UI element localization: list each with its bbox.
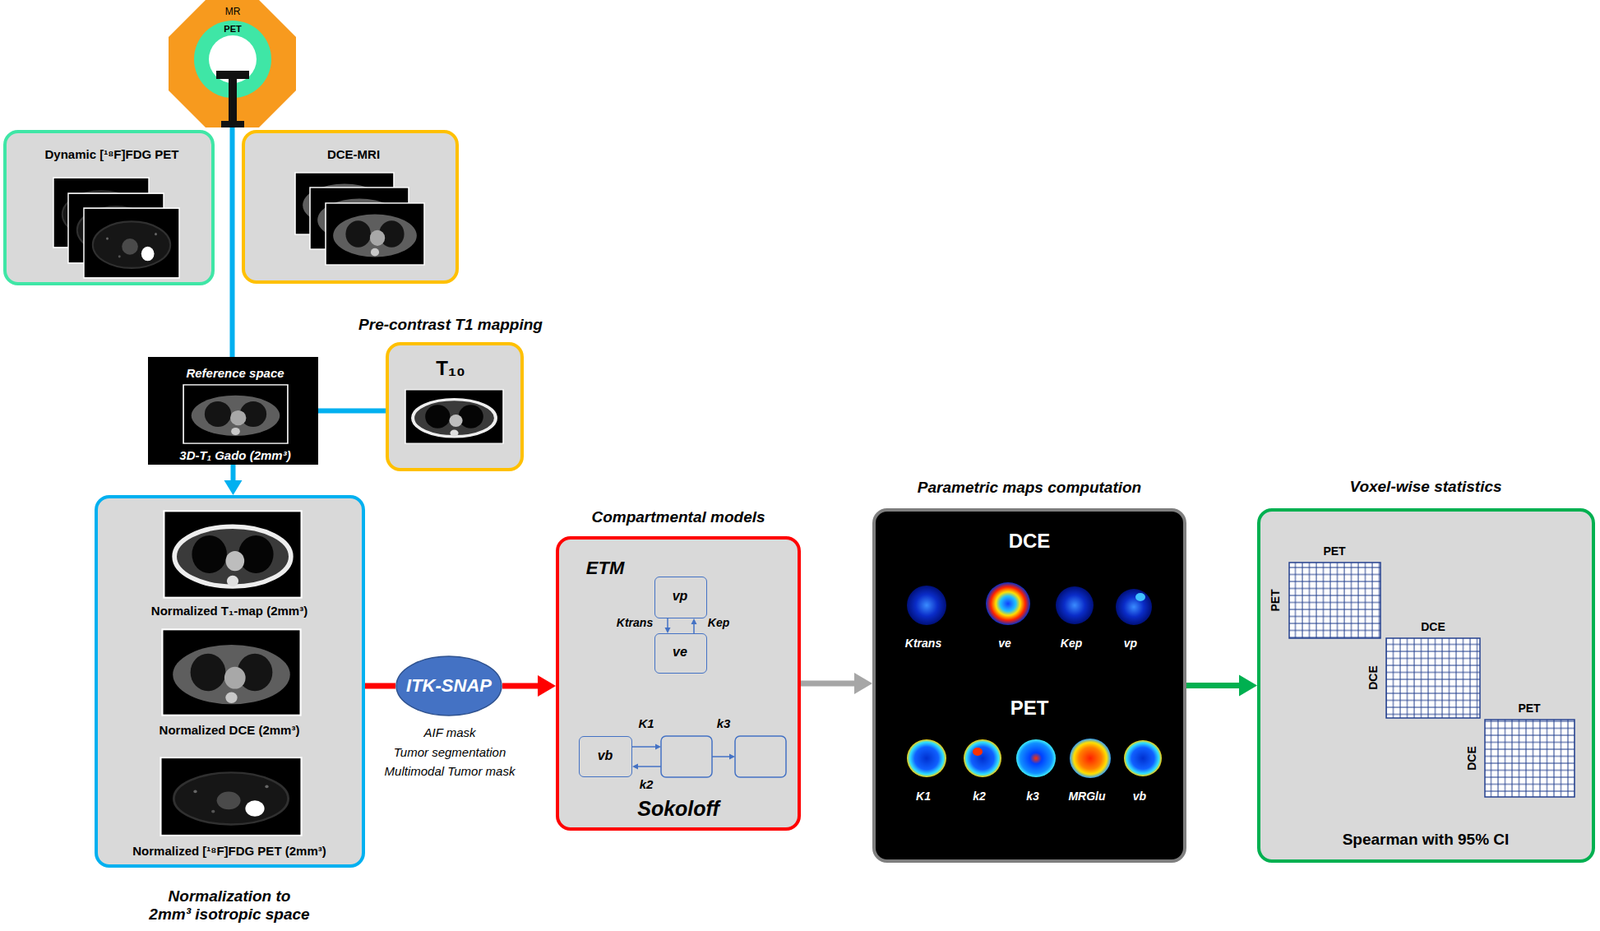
arrowhead bbox=[224, 480, 243, 495]
t1-map-box: Pre-contrast T1 mappingT₁₀ bbox=[385, 342, 524, 472]
connector bbox=[318, 408, 386, 414]
connector-group bbox=[224, 464, 243, 495]
tool-name: ITK-SNAP bbox=[406, 675, 492, 696]
box-heading: Voxel-wise statistics bbox=[1349, 477, 1502, 496]
normalized-images bbox=[97, 498, 369, 871]
connector-group bbox=[318, 410, 386, 412]
model-name: Sokoloff bbox=[637, 796, 720, 821]
arrowhead bbox=[537, 675, 556, 697]
statistics-box: Voxel-wise statisticsPETPETDCEDCEPETDCES… bbox=[1257, 508, 1596, 863]
connector-group bbox=[502, 675, 556, 697]
image-caption: Normalized DCE (2mm³) bbox=[159, 722, 301, 737]
scanner-node: MR PET bbox=[168, 0, 296, 128]
parametric-maps bbox=[875, 511, 1190, 866]
map-label: Kep bbox=[1060, 636, 1083, 650]
tool-output: AIF mask bbox=[423, 725, 476, 740]
box-title: T₁₀ bbox=[435, 356, 465, 380]
rate-constant: k2 bbox=[639, 776, 654, 791]
connector bbox=[365, 683, 396, 690]
correlation-grids bbox=[1260, 511, 1599, 866]
tool-output: Tumor segmentation bbox=[393, 744, 506, 759]
tool-ellipse: ITK-SNAP bbox=[395, 655, 503, 717]
connector bbox=[666, 618, 669, 629]
compartment-label: ve bbox=[672, 644, 688, 660]
modality-label: PET bbox=[223, 23, 241, 35]
axis-label: PET bbox=[1322, 544, 1346, 558]
input-box: DCE-MRI bbox=[241, 129, 459, 284]
rate-constant: K1 bbox=[638, 716, 654, 731]
connector-group bbox=[665, 618, 671, 634]
axis-label: PET bbox=[1517, 701, 1540, 715]
box-title: Reference space bbox=[185, 365, 284, 380]
maps-box: Parametric maps computationDCEKtransveKe… bbox=[872, 508, 1187, 863]
map-label: Ktrans bbox=[905, 636, 942, 650]
arrowhead bbox=[691, 618, 698, 625]
box-caption: Spearman with 95% CI bbox=[1342, 830, 1510, 849]
box-heading: Pre-contrast T1 mapping bbox=[358, 315, 543, 334]
rate-constant: k3 bbox=[716, 716, 731, 731]
tool-output: Multimodal Tumor mask bbox=[384, 763, 516, 778]
compartment-box: ve bbox=[654, 633, 708, 674]
edge-label: Ktrans bbox=[615, 615, 655, 629]
model-name: ETM bbox=[586, 557, 625, 579]
box-heading: Normalization to 2mm³ isotropic space bbox=[145, 887, 314, 924]
map-label: ve bbox=[998, 636, 1012, 650]
modality-label: MR bbox=[225, 6, 241, 19]
map-label: k2 bbox=[972, 789, 986, 803]
reference-box: Reference space 3D-T₁ Gado (2mm³) bbox=[147, 356, 319, 465]
connector-group bbox=[1186, 675, 1258, 697]
axis-label: DCE bbox=[1420, 619, 1446, 634]
map-label: K1 bbox=[915, 789, 931, 803]
axis-label: DCE bbox=[1366, 665, 1380, 690]
connector-group bbox=[800, 672, 873, 694]
map-label: vp bbox=[1123, 636, 1138, 650]
group-title: PET bbox=[1010, 696, 1050, 720]
image-caption: Normalized T₁-map (2mm³) bbox=[151, 603, 308, 618]
compartment-label: vp bbox=[672, 588, 689, 604]
map-label: vb bbox=[1132, 789, 1147, 803]
connector bbox=[231, 464, 236, 481]
box-heading: Parametric maps computation bbox=[917, 478, 1142, 497]
edge-label: Kep bbox=[706, 615, 731, 629]
input-box: Dynamic [¹⁸F]FDG PET bbox=[3, 129, 215, 286]
models-box: Compartmental modelsETMSokoloffvpvevbKtr… bbox=[555, 536, 801, 831]
axis-label: DCE bbox=[1465, 745, 1479, 771]
connector bbox=[230, 127, 236, 357]
connector bbox=[693, 623, 695, 634]
compartment-box: vp bbox=[654, 576, 708, 619]
arrowhead bbox=[854, 672, 873, 694]
scanner-icon bbox=[168, 0, 296, 128]
connector bbox=[502, 683, 539, 690]
arrowhead bbox=[1239, 675, 1258, 697]
box-heading: Compartmental models bbox=[591, 508, 765, 527]
group-title: DCE bbox=[1008, 529, 1051, 553]
map-label: MRGlu bbox=[1068, 789, 1106, 803]
connector-group bbox=[691, 618, 698, 634]
axis-label: PET bbox=[1268, 588, 1282, 611]
compartment-label: vb bbox=[597, 748, 614, 764]
box-caption: 3D-T₁ Gado (2mm³) bbox=[179, 448, 291, 463]
compartment-box: vb bbox=[578, 735, 633, 777]
connector-group bbox=[365, 685, 396, 687]
box-title: DCE-MRI bbox=[327, 147, 380, 162]
connector bbox=[1186, 682, 1240, 689]
box-title: Dynamic [¹⁸F]FDG PET bbox=[45, 147, 180, 162]
image-caption: Normalized [¹⁸F]FDG PET (2mm³) bbox=[132, 843, 326, 858]
connector-group bbox=[231, 127, 233, 357]
arrowhead bbox=[665, 627, 671, 634]
connector bbox=[800, 680, 856, 687]
normalization-box: Normalized T₁-map (2mm³) Normalized DCE (… bbox=[94, 494, 366, 868]
map-label: k3 bbox=[1026, 789, 1040, 803]
